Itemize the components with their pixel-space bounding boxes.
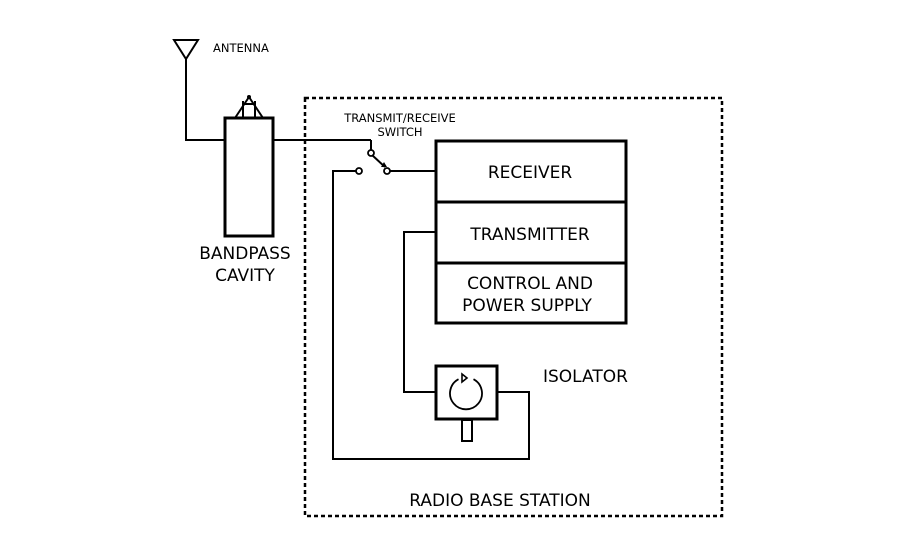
switch-label-line2: SWITCH	[377, 125, 422, 139]
isolator	[434, 364, 499, 442]
receiver-block	[434, 139, 628, 204]
base-station-boundary	[303, 96, 724, 518]
switch-to-isolator-wire	[332, 170, 530, 460]
station-label: RADIO BASE STATION	[409, 491, 591, 511]
control-power-block	[434, 261, 628, 325]
bandpass-label-line2: CAVITY	[215, 266, 275, 286]
transmitter-to-isolator-wire	[403, 231, 436, 393]
antenna-label: ANTENNA	[213, 41, 269, 55]
antenna-icon	[172, 39, 226, 141]
circulation-arrow-icon	[449, 378, 483, 411]
control-label-line1: CONTROL AND	[467, 274, 593, 294]
bandpass-cavity	[223, 95, 275, 238]
cavity-to-switch-wire	[273, 139, 372, 150]
transmitter-label: TRANSMITTER	[469, 225, 590, 245]
switch-label-line1: TRANSMIT/RECEIVE	[343, 111, 456, 125]
isolator-label: ISOLATOR	[543, 367, 628, 387]
receiver-label: RECEIVER	[488, 163, 573, 183]
control-label-line2: POWER SUPPLY	[462, 296, 592, 316]
bandpass-label-line1: BANDPASS	[199, 244, 290, 264]
transmit-receive-switch	[355, 149, 436, 175]
